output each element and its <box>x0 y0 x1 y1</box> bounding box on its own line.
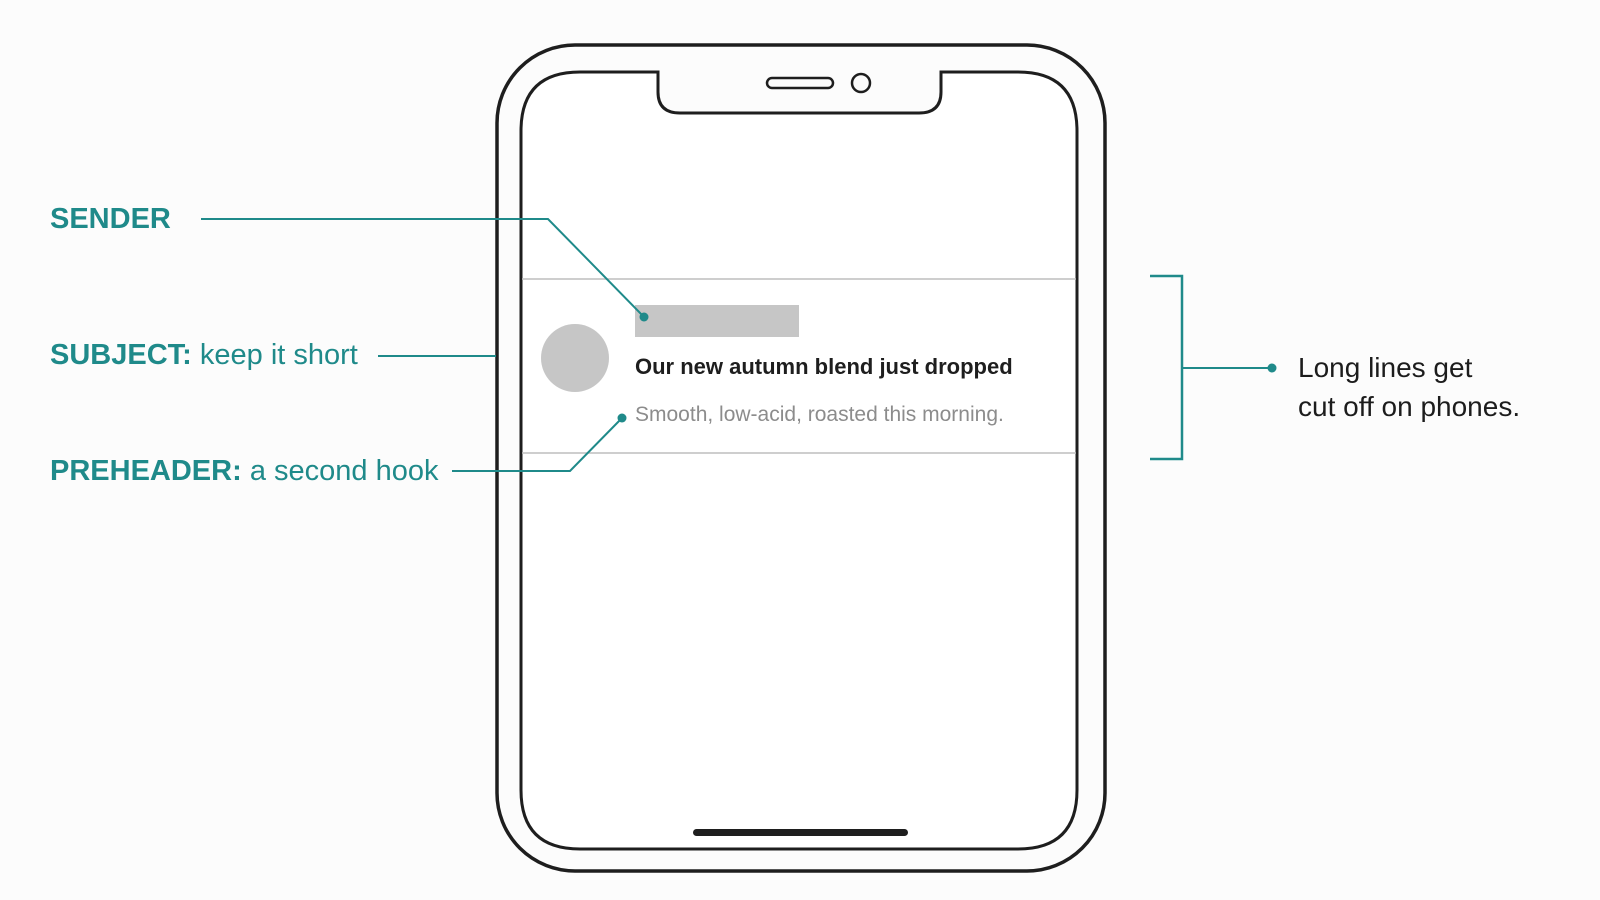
sender-avatar <box>541 324 609 392</box>
subject-label-title: SUBJECT: <box>50 339 192 371</box>
preheader-label-text: a second hook <box>249 455 439 487</box>
sender-name-placeholder <box>635 305 799 337</box>
length-note-line-1: Long lines get <box>1298 352 1473 383</box>
camera-lens <box>850 72 872 94</box>
speaker-grille <box>765 76 835 90</box>
sender-label: SENDER <box>50 205 171 234</box>
length-note: Long lines get cut off on phones. <box>1298 348 1520 426</box>
sender-callout-line <box>201 218 645 318</box>
preheader-label: PREHEADER: a second hook <box>50 457 438 486</box>
sender-label-title: SENDER <box>50 203 171 235</box>
phone-outer-frame <box>495 43 1107 873</box>
sender-callout-dot <box>639 312 649 322</box>
preheader-callout-dot <box>617 413 627 423</box>
length-bracket <box>1150 274 1184 461</box>
home-indicator <box>693 829 908 836</box>
email-preheader-line: Smooth, low-acid, roasted this morning. <box>635 403 1004 426</box>
subject-label: SUBJECT: keep it short <box>50 341 358 370</box>
preheader-callout-line <box>452 417 623 472</box>
preheader-label-title: PREHEADER: <box>50 455 242 487</box>
length-note-line-2: cut off on phones. <box>1298 391 1521 422</box>
bracket-pointer-dot <box>1267 363 1277 373</box>
phone-screen <box>519 70 1079 851</box>
subject-label-text: keep it short <box>199 339 358 371</box>
email-subject-line: Our new autumn blend just dropped <box>635 354 1013 379</box>
